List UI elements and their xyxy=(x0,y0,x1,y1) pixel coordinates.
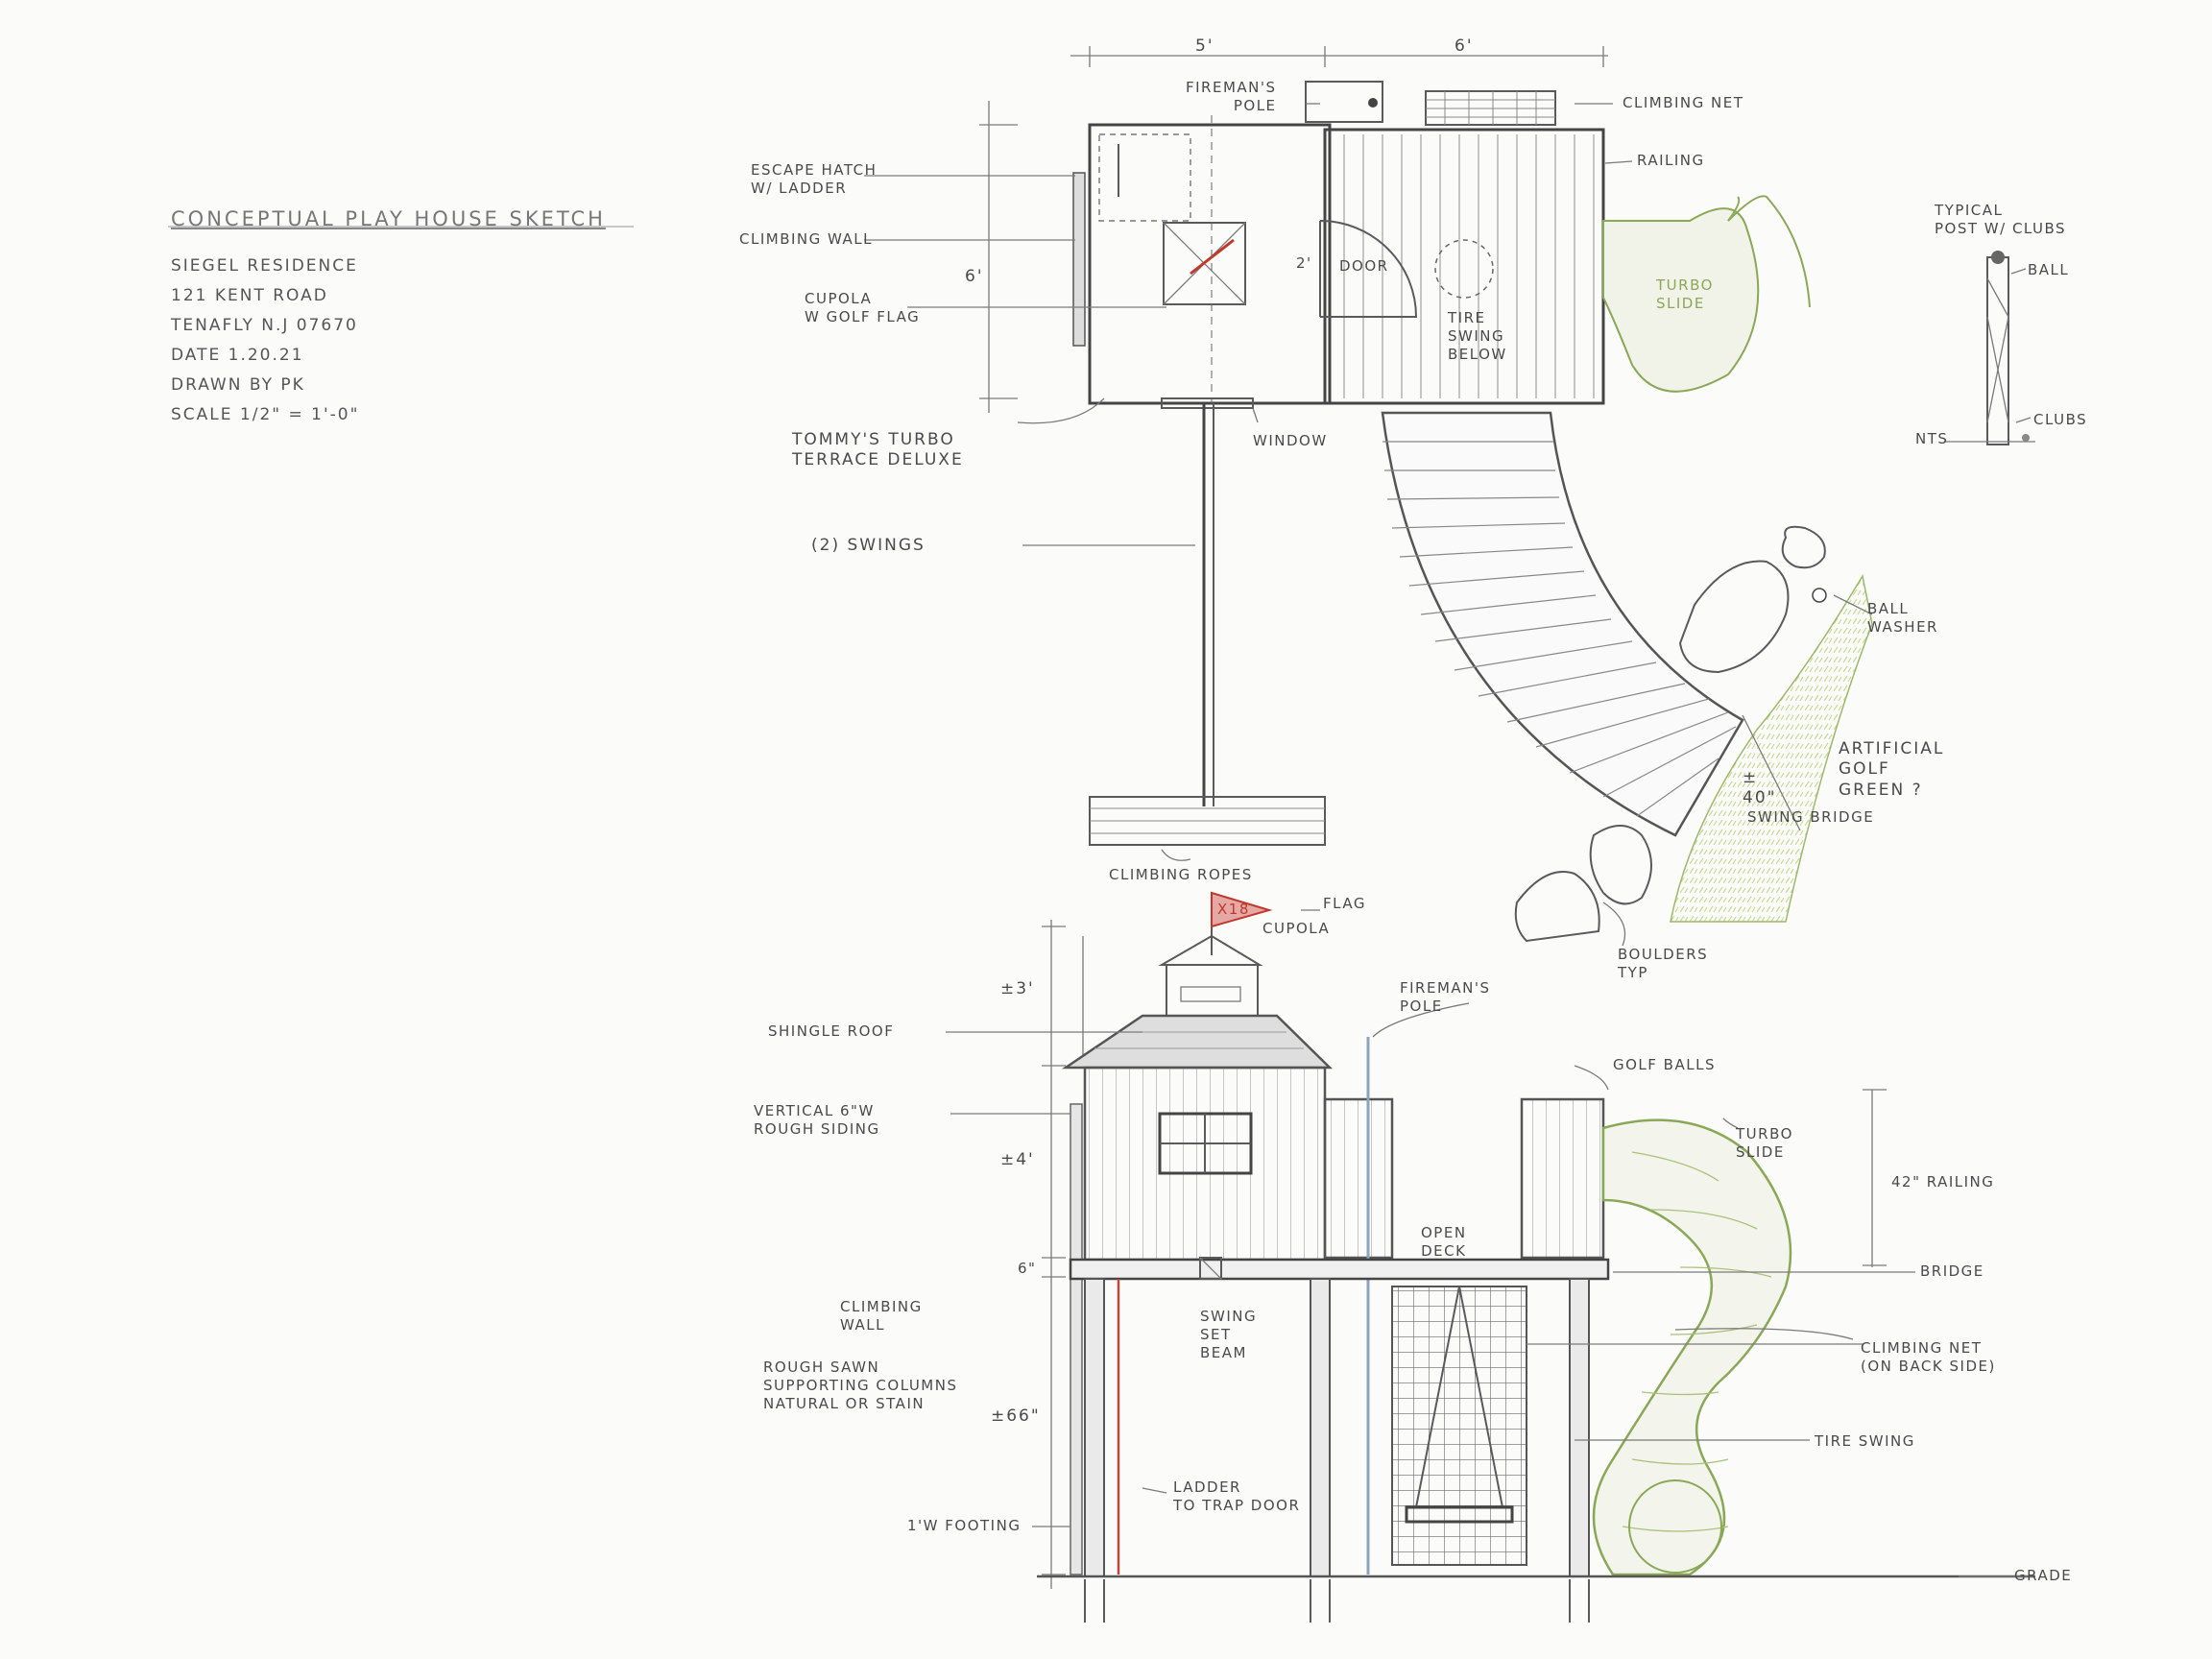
label-nts: NTS xyxy=(1915,430,1949,447)
label-elev-climbing-wall: CLIMBING WALL xyxy=(840,1298,923,1334)
sheet-date: DATE 1.20.21 xyxy=(171,346,304,365)
elevation-railing-panel xyxy=(1323,1097,1394,1260)
label-columns: ROUGH SAWN SUPPORTING COLUMNS NATURAL OR… xyxy=(763,1358,958,1412)
label-ladder: LADDER TO TRAP DOOR xyxy=(1173,1479,1301,1514)
label-siding: VERTICAL 6"W ROUGH SIDING xyxy=(754,1102,880,1138)
plan-golf-green xyxy=(1670,573,1873,923)
elevation-shingle-roof xyxy=(1061,1014,1334,1070)
dim-side-6ft: 6' xyxy=(965,267,984,286)
label-detail-clubs: CLUBS xyxy=(2033,411,2088,428)
label-elev-cupola: CUPOLA xyxy=(1262,920,1331,937)
detail-title: TYPICAL POST W/ CLUBS xyxy=(1935,202,2067,237)
label-42-railing: 42" RAILING xyxy=(1891,1173,1995,1190)
elevation-column xyxy=(1084,1278,1105,1577)
client-name: SIEGEL RESIDENCE xyxy=(171,256,358,276)
label-footing: 1'W FOOTING xyxy=(907,1517,1022,1534)
label-door: DOOR xyxy=(1339,257,1389,275)
dim-6in: 6" xyxy=(1018,1260,1037,1277)
elevation-deck-beam xyxy=(1069,1258,1610,1281)
elevation-climbing-net xyxy=(1391,1286,1527,1566)
plan-boulder xyxy=(1514,871,1600,943)
label-plan-turbo-slide: TURBO SLIDE xyxy=(1656,276,1714,312)
label-golf-balls: GOLF BALLS xyxy=(1613,1056,1716,1073)
label-shingle-roof: SHINGLE ROOF xyxy=(768,1022,895,1040)
plan-tire-swing xyxy=(1434,239,1494,299)
label-flag-text: X18 xyxy=(1217,901,1250,918)
plan-house xyxy=(1088,123,1332,405)
elevation-cupola xyxy=(1166,964,1259,1019)
label-climbing-wall: CLIMBING WALL xyxy=(739,230,874,248)
dim-5ft: 5' xyxy=(1195,36,1214,56)
label-open-deck: OPEN DECK xyxy=(1421,1224,1467,1260)
drawn-by: DRAWN BY PK xyxy=(171,375,305,395)
label-bridge-length: ± 40" xyxy=(1743,768,1777,808)
sheet-title: CONCEPTUAL PLAY HOUSE SKETCH xyxy=(171,207,606,230)
dim-door-2ft: 2' xyxy=(1296,254,1312,272)
label-elev-tire-swing: TIRE SWING xyxy=(1815,1432,1915,1450)
label-detail-ball: BALL xyxy=(2028,261,2070,278)
plan-turbo-slide xyxy=(1602,207,1760,393)
plan-boulder xyxy=(1678,560,1790,674)
label-bridge: BRIDGE xyxy=(1920,1262,1984,1280)
label-elev-climbing-net: CLIMBING NET (ON BACK SIDE) xyxy=(1861,1339,1996,1375)
label-escape-hatch: ESCAPE HATCH W/ LADDER xyxy=(751,161,878,197)
address-line-1: 121 KENT ROAD xyxy=(171,286,328,305)
plan-swing-bridge xyxy=(1381,411,1744,837)
elevation-flag xyxy=(1211,891,1273,928)
plan-climbing-wall xyxy=(1072,172,1086,347)
plan-boulder xyxy=(1781,525,1826,569)
plan-view xyxy=(864,46,1873,947)
label-elev-firemans-pole: FIREMAN'S POLE xyxy=(1400,979,1491,1015)
label-climbing-ropes: CLIMBING ROPES xyxy=(1109,866,1253,883)
dim-66in: ±66" xyxy=(991,1407,1041,1426)
label-swings: (2) SWINGS xyxy=(811,536,926,555)
label-firemans-pole: FIREMAN'S POLE xyxy=(1186,79,1277,114)
label-elev-turbo-slide: TURBO SLIDE xyxy=(1736,1125,1793,1161)
elevation-turbo-slide xyxy=(1592,1118,1792,1576)
label-swing-bridge: SWING BRIDGE xyxy=(1747,808,1875,826)
plan-door-swing xyxy=(1319,220,1418,318)
label-climbing-net: CLIMBING NET xyxy=(1623,94,1744,111)
dim-4ft: ±4' xyxy=(1000,1150,1035,1169)
post-detail xyxy=(1944,251,2035,445)
elevation-tire-swing-ropes xyxy=(1415,1286,1503,1508)
label-cupola: CUPOLA W GOLF FLAG xyxy=(805,290,921,325)
label-elev-flag: FLAG xyxy=(1323,895,1366,912)
elevation-view xyxy=(946,891,2035,1623)
elevation-column xyxy=(1310,1278,1331,1577)
label-golf-green: ARTIFICIAL GOLF GREEN ? xyxy=(1839,739,1945,800)
label-grade: GRADE xyxy=(2014,1567,2073,1584)
label-window: WINDOW xyxy=(1253,432,1328,449)
label-terrace: TOMMY'S TURBO TERRACE DELUXE xyxy=(792,430,964,470)
detail-ball xyxy=(1991,251,2005,264)
elevation-railing-panel xyxy=(1520,1097,1605,1260)
dim-6ft: 6' xyxy=(1455,36,1474,56)
sheet-scale: SCALE 1/2" = 1'-0" xyxy=(171,405,360,424)
label-swing-beam: SWING SET BEAM xyxy=(1200,1308,1258,1361)
dim-3ft: ±3' xyxy=(1000,979,1035,998)
label-tire-swing: TIRE SWING BELOW xyxy=(1448,309,1507,363)
elevation-column xyxy=(1569,1278,1590,1577)
elevation-tire-swing xyxy=(1405,1505,1514,1524)
plan-firemans-pole xyxy=(1305,81,1383,123)
label-boulders: BOULDERS TYP xyxy=(1618,946,1709,981)
plan-escape-hatch xyxy=(1098,133,1191,222)
plan-cupola xyxy=(1163,222,1246,305)
address-line-2: TENAFLY N.J 07670 xyxy=(171,316,358,335)
plan-boulder xyxy=(1589,825,1652,905)
label-ball-washer: BALL WASHER xyxy=(1867,600,1938,636)
elevation-swing-beam xyxy=(1199,1257,1222,1280)
plan-ball-washer xyxy=(1812,588,1827,603)
elevation-climbing-wall xyxy=(1070,1103,1083,1575)
label-railing: RAILING xyxy=(1637,152,1705,169)
